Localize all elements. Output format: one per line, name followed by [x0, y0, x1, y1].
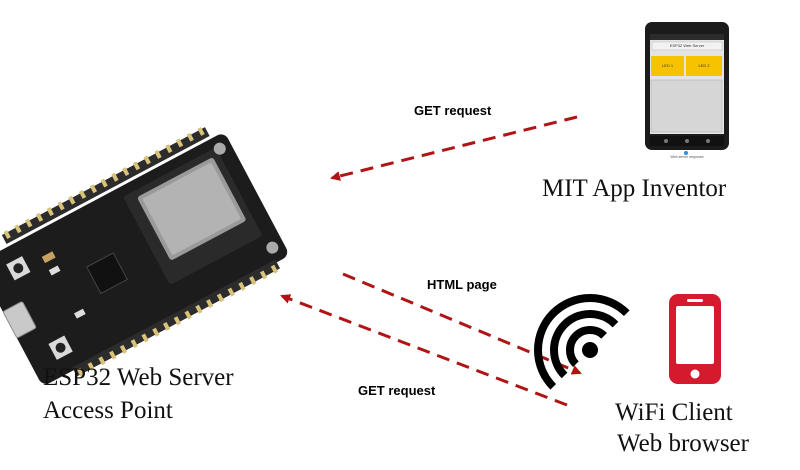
header-pin	[143, 155, 151, 165]
header-pin	[162, 321, 171, 331]
android-phone-icon	[645, 22, 729, 155]
header-pin	[46, 207, 54, 217]
header-pin	[98, 356, 106, 366]
arrow-get-request-top	[330, 115, 578, 181]
app-button-right[interactable]: LED 2	[698, 63, 710, 68]
header-pin	[100, 178, 108, 188]
header-pin	[87, 362, 95, 372]
app-screen-title: ESP32 Web Server	[669, 43, 705, 48]
arrow-get-request-bottom	[280, 294, 568, 407]
mobile-phone-icon	[669, 294, 721, 384]
header-pin	[119, 344, 128, 354]
header-pin	[173, 316, 182, 326]
header-pin	[130, 339, 138, 349]
esp32-title-line1: ESP32 Web Server	[43, 364, 234, 391]
pin-header-top	[3, 126, 278, 377]
header-pin	[35, 212, 44, 222]
header-pin	[197, 126, 205, 136]
header-pin	[14, 224, 22, 234]
header-pin	[132, 161, 141, 171]
header-pin	[141, 333, 149, 343]
wifi-client-line1: WiFi Client	[615, 399, 733, 426]
header-pin	[57, 201, 65, 211]
header-pin	[68, 195, 76, 205]
header-pin	[270, 264, 278, 274]
header-pin	[259, 270, 268, 280]
header-pin	[25, 218, 33, 228]
header-pin	[227, 287, 235, 297]
html-page-label: HTML page	[427, 277, 497, 292]
header-pin	[152, 327, 160, 337]
header-pin	[184, 310, 192, 320]
header-pin	[78, 189, 87, 199]
header-pin	[216, 293, 225, 303]
header-pin	[195, 304, 203, 314]
header-pin	[76, 367, 85, 377]
header-pin	[249, 276, 257, 286]
header-pin	[154, 149, 162, 159]
header-pin	[186, 132, 194, 142]
header-pin	[175, 138, 184, 148]
header-pin	[109, 350, 117, 360]
app-button-left[interactable]: LED 1	[661, 63, 674, 68]
header-pin	[111, 172, 119, 182]
get-request-bottom-label: GET request	[358, 383, 436, 398]
header-pin	[89, 184, 98, 194]
header-pin	[206, 299, 214, 309]
header-pin	[122, 167, 130, 177]
header-pin	[3, 230, 11, 240]
esp32-board-icon	[0, 126, 288, 384]
mit-app-inventor-label: MIT App Inventor	[542, 175, 727, 202]
wifi-icon	[534, 294, 630, 390]
esp32-title-line2: Access Point	[43, 397, 173, 424]
wifi-client-line2: Web browser	[617, 430, 749, 457]
header-pin	[238, 281, 246, 291]
get-request-top-label: GET request	[414, 103, 492, 118]
header-pin	[165, 144, 173, 154]
app-screen-footer: Web server response	[670, 155, 704, 159]
